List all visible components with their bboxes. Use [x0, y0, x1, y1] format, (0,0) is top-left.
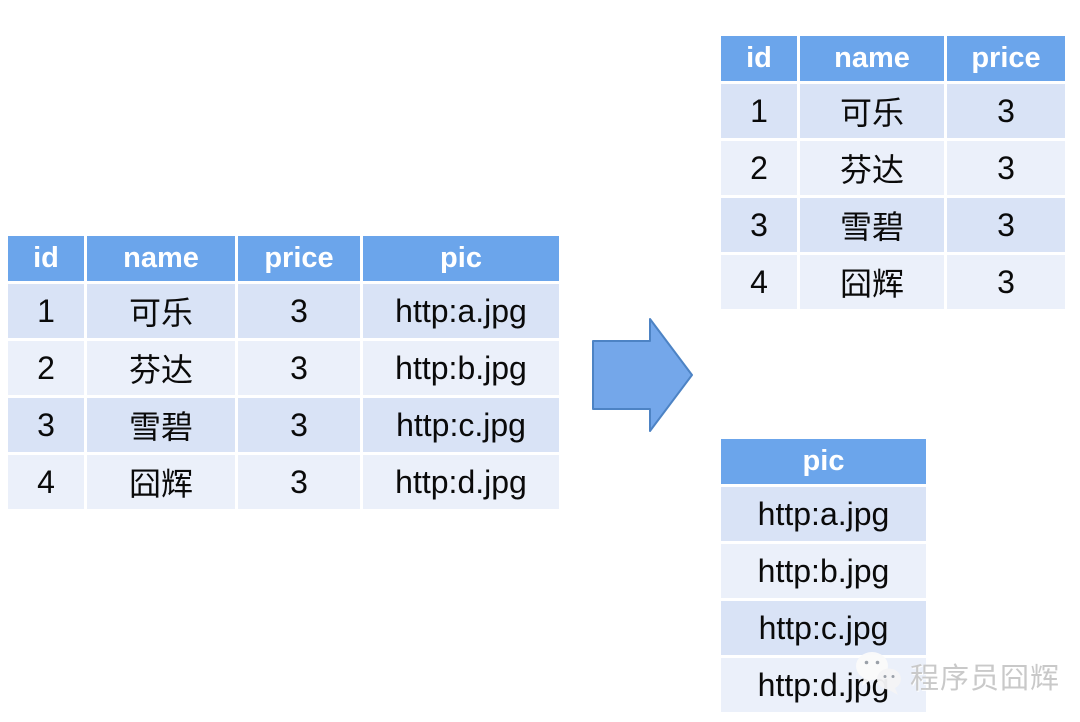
data-cell: 3 — [947, 255, 1065, 309]
table-row: 3 雪碧 3 — [721, 198, 1065, 252]
source-table-header-row: id name price pic — [8, 236, 559, 281]
data-cell: 3 — [721, 198, 797, 252]
data-cell: http:d.jpg — [363, 455, 559, 509]
data-cell: 3 — [947, 84, 1065, 138]
data-cell: http:a.jpg — [363, 284, 559, 338]
data-cell: http:c.jpg — [363, 398, 559, 452]
data-cell: 3 — [238, 341, 360, 395]
table-row: http:c.jpg — [721, 601, 926, 655]
table-row: http:a.jpg — [721, 487, 926, 541]
data-cell: 2 — [8, 341, 84, 395]
data-cell: 囧辉 — [800, 255, 944, 309]
source-table: id name price pic 1 可乐 3 http:a.jpg 2 芬达… — [5, 233, 562, 512]
data-cell: 3 — [238, 455, 360, 509]
data-cell: 芬达 — [800, 141, 944, 195]
header-cell-pic: pic — [363, 236, 559, 281]
data-cell: 芬达 — [87, 341, 235, 395]
data-cell: 雪碧 — [87, 398, 235, 452]
data-cell: 1 — [8, 284, 84, 338]
data-cell: 囧辉 — [87, 455, 235, 509]
data-cell: 4 — [721, 255, 797, 309]
header-cell-id: id — [8, 236, 84, 281]
data-cell: 可乐 — [800, 84, 944, 138]
header-cell-pic: pic — [721, 439, 926, 484]
data-cell: 3 — [947, 198, 1065, 252]
split-main-table: id name price 1 可乐 3 2 芬达 3 3 雪碧 3 4 — [718, 33, 1068, 312]
watermark-label: 程序员囧辉 — [910, 662, 1061, 695]
table-row: 1 可乐 3 — [721, 84, 1065, 138]
data-cell: 1 — [721, 84, 797, 138]
split-pic-header-row: pic — [721, 439, 926, 484]
header-cell-price: price — [947, 36, 1065, 81]
header-cell-price: price — [238, 236, 360, 281]
data-cell: 3 — [238, 398, 360, 452]
table-row: 4 囧辉 3 — [721, 255, 1065, 309]
table-row: 1 可乐 3 http:a.jpg — [8, 284, 559, 338]
data-cell: 3 — [8, 398, 84, 452]
data-cell: 3 — [947, 141, 1065, 195]
data-cell: http:b.jpg — [721, 544, 926, 598]
data-cell: 2 — [721, 141, 797, 195]
header-cell-id: id — [721, 36, 797, 81]
table-row: 2 芬达 3 — [721, 141, 1065, 195]
split-main-header-row: id name price — [721, 36, 1065, 81]
data-cell: 4 — [8, 455, 84, 509]
data-cell: http:a.jpg — [721, 487, 926, 541]
data-cell: 3 — [238, 284, 360, 338]
split-pic-table: pic http:a.jpg http:b.jpg http:c.jpg htt… — [718, 436, 929, 715]
table-row: 2 芬达 3 http:b.jpg — [8, 341, 559, 395]
data-cell: http:b.jpg — [363, 341, 559, 395]
header-cell-name: name — [87, 236, 235, 281]
data-cell: http:d.jpg — [721, 658, 926, 712]
table-row: 3 雪碧 3 http:c.jpg — [8, 398, 559, 452]
split-arrow-icon — [592, 318, 694, 432]
table-row: http:b.jpg — [721, 544, 926, 598]
data-cell: http:c.jpg — [721, 601, 926, 655]
table-row: 4 囧辉 3 http:d.jpg — [8, 455, 559, 509]
data-cell: 可乐 — [87, 284, 235, 338]
header-cell-name: name — [800, 36, 944, 81]
table-row: http:d.jpg — [721, 658, 926, 712]
data-cell: 雪碧 — [800, 198, 944, 252]
